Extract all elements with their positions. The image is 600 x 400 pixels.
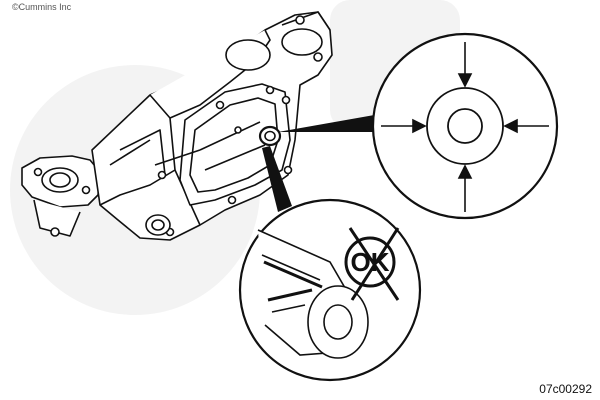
- copyright-text: ©Cummins Inc: [12, 2, 72, 12]
- figure-id-label: 07c00292: [539, 382, 592, 396]
- callout-pointer-lower: [262, 146, 292, 212]
- callout-pointer-upper: [278, 114, 380, 132]
- crossed-out-ok-icon: OK: [344, 227, 400, 301]
- press-arrows: [381, 42, 549, 212]
- gauge-callout: [278, 32, 559, 220]
